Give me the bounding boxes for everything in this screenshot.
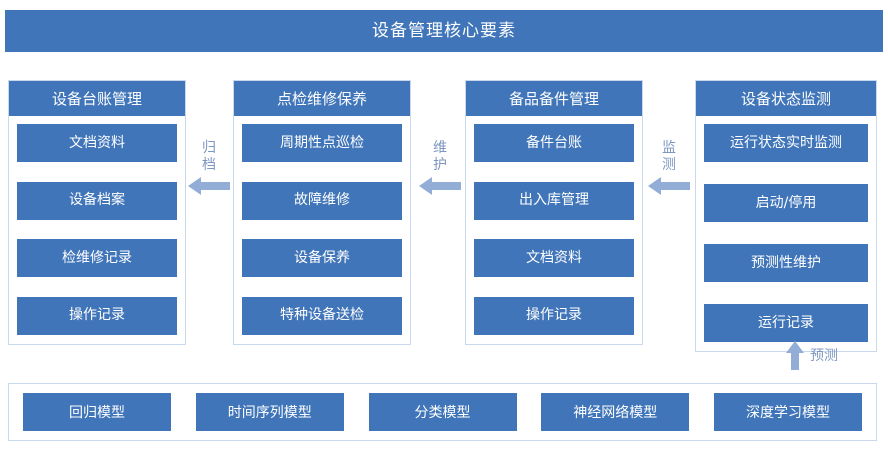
column-item[interactable]: 备件台账 [474, 124, 634, 162]
column-item[interactable]: 设备档案 [17, 181, 177, 220]
column-header: 设备台账管理 [9, 81, 185, 116]
column-header: 备品备件管理 [466, 81, 642, 116]
column-item[interactable]: 故障维修 [242, 181, 402, 220]
arrow-label: 维护 [433, 140, 447, 173]
diagram-title-banner: 设备管理核心要素 [5, 10, 883, 52]
diagram-title: 设备管理核心要素 [372, 20, 516, 41]
column-items: 文档资料 设备档案 检维修记录 操作记录 [9, 116, 185, 344]
column-card-inspection-maintenance[interactable]: 点检维修保养 周期性点巡检 故障维修 设备保养 特种设备送检 [233, 80, 411, 345]
arrow-left-icon [648, 177, 690, 195]
arrow-up-icon [786, 341, 804, 370]
column-item[interactable]: 特种设备送检 [242, 296, 402, 335]
column-item[interactable]: 预测性维护 [704, 244, 868, 282]
column-item[interactable]: 操作记录 [474, 296, 634, 335]
arrow-monitoring: 监测 [648, 140, 690, 195]
column-card-spare-parts[interactable]: 备品备件管理 备件台账 出入库管理 文档资料 操作记录 [465, 80, 643, 345]
column-items: 备件台账 出入库管理 文档资料 操作记录 [466, 116, 642, 344]
model-item[interactable]: 深度学习模型 [714, 393, 862, 431]
arrow-label: 归档 [202, 140, 216, 173]
column-item[interactable]: 出入库管理 [474, 181, 634, 220]
arrow-predict: 预测 [786, 341, 838, 370]
column-item[interactable]: 设备保养 [242, 239, 402, 278]
column-item[interactable]: 运行状态实时监测 [704, 124, 868, 162]
model-item[interactable]: 分类模型 [368, 393, 517, 431]
arrow-label: 监测 [662, 140, 676, 173]
columns-row: 设备台账管理 文档资料 设备档案 检维修记录 操作记录 归档 点检维修保养 周期… [0, 80, 888, 355]
model-item[interactable]: 神经网络模型 [541, 393, 690, 431]
column-item[interactable]: 周期性点巡检 [242, 124, 402, 162]
arrow-left-icon [188, 177, 230, 195]
column-item[interactable]: 启动/停用 [704, 184, 868, 222]
column-item[interactable]: 检维修记录 [17, 239, 177, 278]
arrow-left-icon [419, 177, 461, 195]
column-card-equipment-ledger[interactable]: 设备台账管理 文档资料 设备档案 检维修记录 操作记录 [8, 80, 186, 345]
model-item[interactable]: 时间序列模型 [195, 393, 344, 431]
column-items: 周期性点巡检 故障维修 设备保养 特种设备送检 [234, 116, 410, 344]
column-item[interactable]: 操作记录 [17, 296, 177, 335]
arrow-label: 预测 [810, 347, 838, 364]
arrow-archive: 归档 [188, 140, 230, 195]
arrow-maintenance: 维护 [419, 140, 461, 195]
model-item[interactable]: 回归模型 [23, 393, 171, 431]
column-card-status-monitoring[interactable]: 设备状态监测 运行状态实时监测 启动/停用 预测性维护 运行记录 [695, 80, 877, 352]
column-item[interactable]: 文档资料 [17, 124, 177, 162]
column-header: 点检维修保养 [234, 81, 410, 116]
models-card: 回归模型 时间序列模型 分类模型 神经网络模型 深度学习模型 [8, 383, 877, 441]
column-item[interactable]: 运行记录 [704, 304, 868, 342]
column-header: 设备状态监测 [696, 81, 876, 116]
column-items: 运行状态实时监测 启动/停用 预测性维护 运行记录 [696, 116, 876, 351]
column-item[interactable]: 文档资料 [474, 239, 634, 278]
